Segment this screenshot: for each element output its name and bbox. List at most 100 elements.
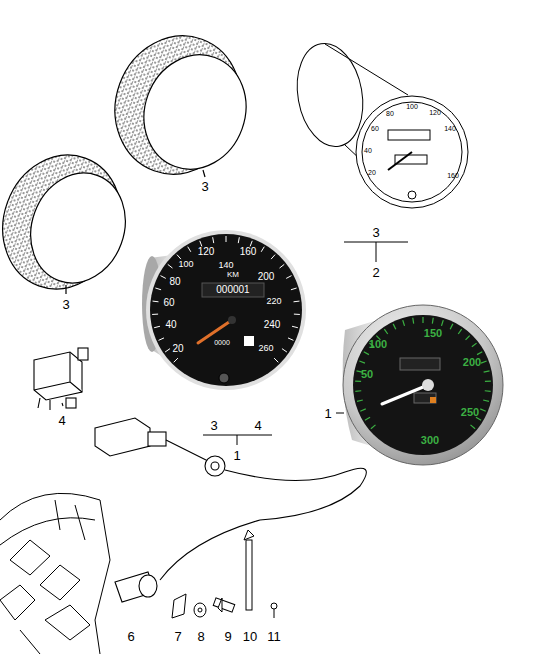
dial-tick bbox=[480, 409, 486, 411]
speedometer-sketch bbox=[289, 38, 468, 262]
dial-tick bbox=[412, 318, 414, 324]
dial-tick bbox=[360, 409, 366, 411]
odometer: 000001 bbox=[216, 285, 249, 295]
dial-number: 100 bbox=[369, 339, 387, 350]
dial-tick bbox=[393, 324, 396, 329]
dial-tick bbox=[294, 301, 300, 303]
dial-tick bbox=[485, 380, 491, 382]
speedometer-black bbox=[142, 230, 306, 445]
callout-number: 3 bbox=[201, 180, 208, 193]
dial-tick bbox=[371, 425, 376, 429]
dial-tick bbox=[168, 264, 173, 268]
dial-number: 220 bbox=[266, 297, 281, 306]
dial-number: 60 bbox=[371, 125, 379, 132]
dial-tick bbox=[280, 264, 285, 268]
dial-tick bbox=[154, 326, 160, 327]
dial-number: 50 bbox=[361, 369, 373, 380]
dial-tick bbox=[174, 358, 178, 362]
dial-tick bbox=[422, 317, 423, 323]
dial-tick bbox=[450, 324, 453, 329]
dial-tick bbox=[291, 288, 297, 290]
dial-tick bbox=[294, 314, 300, 315]
dial-number: 140 bbox=[218, 261, 233, 270]
dial-tick bbox=[484, 371, 490, 372]
dial-tick bbox=[200, 241, 202, 247]
dial-number: 60 bbox=[163, 298, 174, 308]
dial-tick bbox=[292, 326, 298, 327]
dial-tick bbox=[359, 361, 365, 363]
dial-tick bbox=[458, 329, 461, 334]
dial-tick bbox=[288, 338, 293, 340]
callout-number: 4 bbox=[254, 419, 261, 432]
dial-tick bbox=[357, 400, 363, 401]
dial-tick bbox=[261, 247, 264, 252]
small-parts bbox=[172, 530, 277, 618]
dial-tick bbox=[155, 288, 161, 290]
dial-number: 160 bbox=[447, 172, 459, 179]
dial-tick bbox=[226, 236, 227, 242]
callout-number: 2 bbox=[372, 266, 379, 279]
callout-number: 3 bbox=[210, 419, 217, 432]
dial-tick bbox=[286, 276, 291, 279]
dial-tick bbox=[274, 358, 278, 362]
dial-number: 150 bbox=[424, 328, 442, 339]
dial-tick bbox=[188, 247, 191, 252]
dial-tick bbox=[213, 237, 214, 243]
speedometer-green bbox=[336, 305, 503, 465]
callout-number: 1 bbox=[324, 407, 331, 420]
trim-ring bbox=[0, 138, 140, 305]
dial-tick bbox=[152, 314, 158, 315]
dial-number: 80 bbox=[386, 110, 394, 117]
trip-counter: 0000 bbox=[214, 339, 230, 346]
dial-number: 120 bbox=[198, 247, 215, 257]
dial-tick bbox=[282, 349, 287, 352]
dial-tick bbox=[153, 301, 159, 303]
dial-number: 140 bbox=[444, 125, 456, 132]
callout-number: 7 bbox=[174, 630, 181, 643]
dial-number: 260 bbox=[258, 344, 273, 353]
dial-tick bbox=[271, 255, 275, 259]
callout-number: 11 bbox=[267, 630, 281, 643]
dial-tick bbox=[466, 336, 470, 340]
dial-number: 100 bbox=[406, 103, 418, 110]
dial-tick bbox=[250, 241, 252, 247]
dial-tick bbox=[384, 329, 387, 334]
dial-tick bbox=[470, 425, 475, 429]
callout-number: 1 bbox=[233, 449, 240, 462]
dial-tick bbox=[476, 417, 481, 420]
dial-number: 40 bbox=[364, 147, 372, 154]
dial-number: 200 bbox=[258, 272, 275, 282]
housing-outline bbox=[0, 493, 110, 654]
trim-ring bbox=[96, 18, 262, 192]
dial-number: 100 bbox=[178, 260, 193, 269]
dial-number: 80 bbox=[169, 277, 180, 287]
dial-tick bbox=[483, 400, 489, 401]
cable-sender bbox=[95, 418, 366, 602]
dial-number: 200 bbox=[463, 357, 481, 368]
dial-tick bbox=[355, 390, 361, 392]
dial-tick bbox=[238, 237, 239, 243]
dial-tick bbox=[403, 320, 405, 326]
callout-number: 3 bbox=[372, 226, 379, 239]
dial-tick bbox=[477, 352, 482, 355]
dial-tick bbox=[165, 349, 170, 352]
dial-tick bbox=[472, 343, 477, 347]
dial-number: 240 bbox=[264, 320, 281, 330]
dial-number: 160 bbox=[240, 247, 257, 257]
dial-number: 250 bbox=[461, 407, 479, 418]
dial-number: 20 bbox=[172, 344, 183, 354]
callout-number: 6 bbox=[127, 630, 134, 643]
dial-number: 40 bbox=[165, 320, 176, 330]
dial-tick bbox=[364, 352, 369, 355]
dial-tick bbox=[481, 361, 487, 363]
relay bbox=[34, 348, 88, 410]
dial-tick bbox=[485, 390, 491, 392]
dial-number: 120 bbox=[429, 109, 441, 116]
callout-number: 8 bbox=[197, 630, 204, 643]
dial-tick bbox=[160, 276, 165, 279]
dial-tick bbox=[159, 338, 164, 340]
dial-tick bbox=[355, 380, 361, 382]
callout-number: 4 bbox=[58, 414, 65, 427]
dial-tick bbox=[177, 255, 181, 259]
dial-number: 20 bbox=[368, 169, 376, 176]
